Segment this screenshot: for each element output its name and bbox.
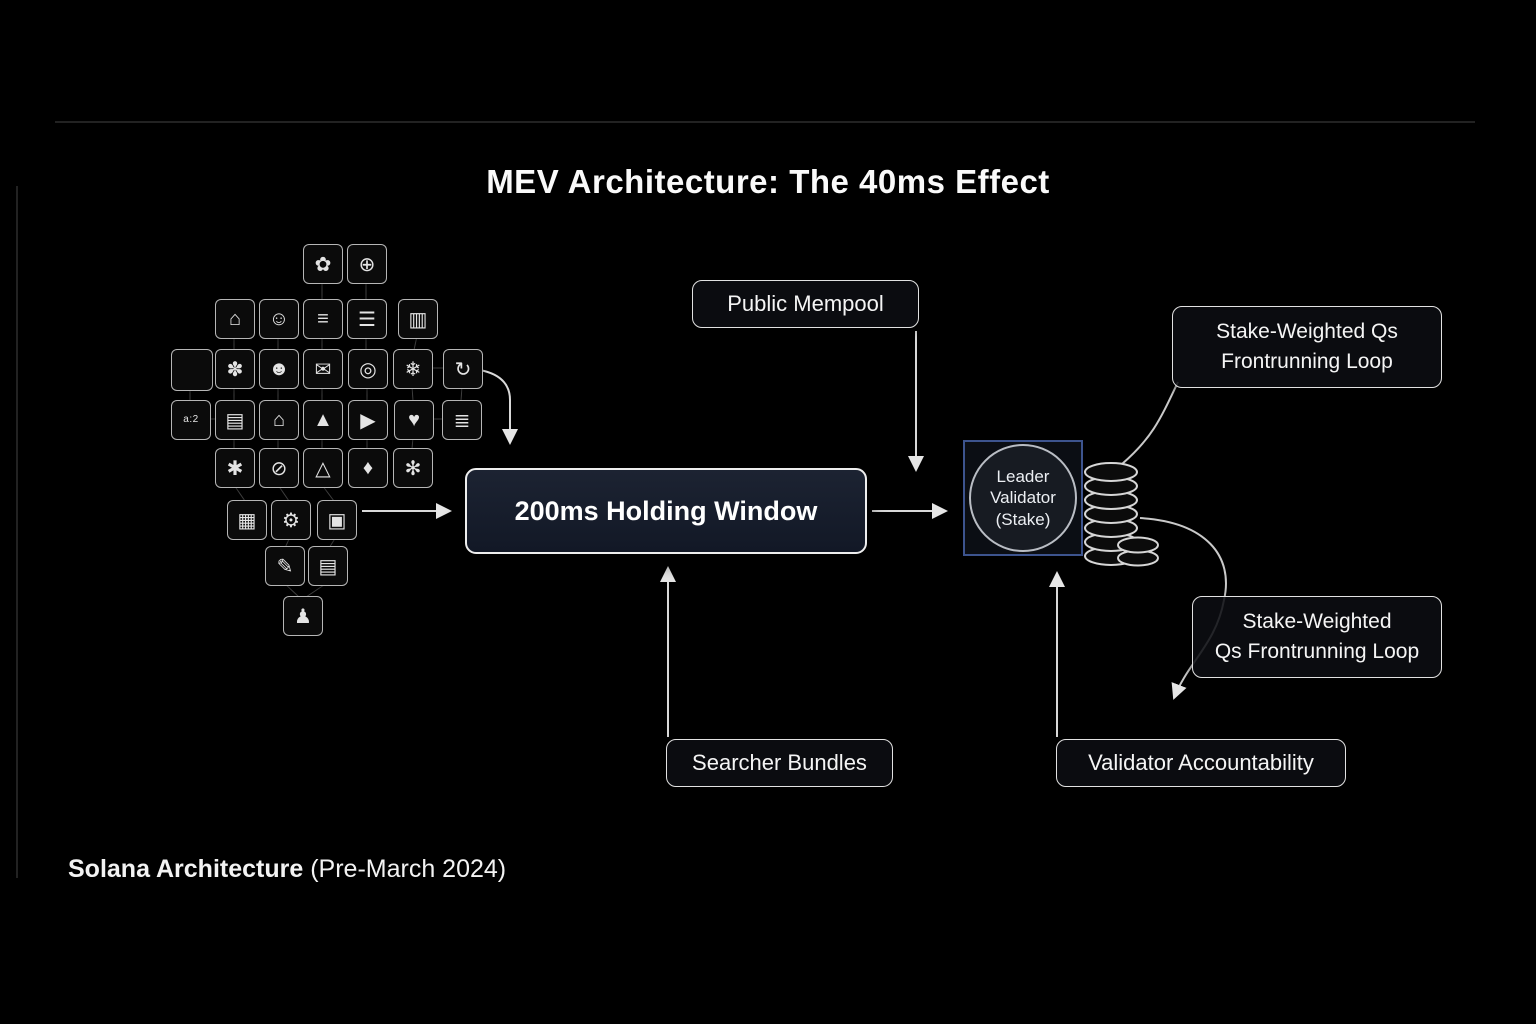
smiley-icon: ☻ (259, 349, 299, 389)
document-icon: ☰ (347, 299, 387, 339)
public-mempool-box[interactable]: Public Mempool (692, 280, 919, 328)
drop-icon: ♦ (348, 448, 388, 488)
leader-line2: Validator (990, 488, 1056, 508)
stake-loop-top-line1: Stake-Weighted Qs (1216, 319, 1398, 343)
public-mempool-label: Public Mempool (727, 291, 884, 316)
stake-loop-top-box[interactable]: Stake-Weighted Qs Frontrunning Loop (1172, 306, 1442, 388)
star-flower-icon: ✻ (393, 448, 433, 488)
leader-validator-box[interactable]: Leader Validator (Stake) (963, 440, 1083, 556)
holding-window-box[interactable]: 200ms Holding Window (465, 468, 867, 554)
holding-window-label: 200ms Holding Window (514, 495, 818, 526)
face-icon: ☺ (259, 299, 299, 339)
leader-line3: (Stake) (995, 509, 1051, 529)
stake-loop-top-line2: Frontrunning Loop (1221, 350, 1393, 373)
triangle-icon: ▲ (303, 400, 343, 440)
footer-caption: Solana Architecture (Pre-March 2024) (68, 855, 506, 884)
person-icon: ♟ (283, 596, 323, 636)
coin-icon: ◎ (348, 349, 388, 389)
stake-loop-mid-line2: Qs Frontrunning Loop (1214, 640, 1420, 663)
leader-validator-circle: Leader Validator (Stake) (969, 444, 1077, 552)
play-icon: ▶ (348, 400, 388, 440)
snowflake-icon: ❄ (393, 349, 433, 389)
card-icon: ▤ (215, 400, 255, 440)
heart-icon: ♥ (394, 400, 434, 440)
stake-loop-mid-line1: Stake-Weighted (1242, 609, 1392, 633)
flower-icon: ✿ (303, 244, 343, 284)
mail-icon: ✉ (303, 349, 343, 389)
stake-loop-top-curve (1121, 381, 1179, 465)
refresh-icon: ↻ (443, 349, 483, 389)
gear-icon: ⚙ (271, 500, 311, 540)
leader-line1: Leader (996, 467, 1050, 487)
leaf-icon: ✽ (215, 349, 255, 389)
menu-icon: ≡ (303, 299, 343, 339)
database-icon: ≣ (442, 400, 482, 440)
plus-circle-icon: ⊕ (347, 244, 387, 284)
mountain-icon: △ (303, 448, 343, 488)
stake-loop-mid-box[interactable]: Stake-Weighted Qs Frontrunning Loop (1192, 596, 1442, 678)
qr-code-icon: ▦ (227, 500, 267, 540)
footer-rest: (Pre-March 2024) (303, 855, 507, 883)
pentagon-home-icon: ⌂ (259, 400, 299, 440)
stake-loop-mid-label: Stake-Weighted Qs Frontrunning Loop (1215, 607, 1419, 668)
validator-accountability-box[interactable]: Validator Accountability (1056, 739, 1346, 787)
cluster-to-window-down-arrow (479, 369, 518, 445)
pen-icon: ✎ (265, 546, 305, 586)
page-title: MEV Architecture: The 40ms Effect (486, 163, 1050, 200)
code-icon: a:2 (171, 400, 211, 440)
validator-accountability-label: Validator Accountability (1088, 750, 1314, 775)
empty-box-icon (171, 349, 213, 391)
footer-bold: Solana Architecture (68, 855, 304, 883)
bar-chart-icon: ▥ (398, 299, 438, 339)
stake-loop-top-label: Stake-Weighted Qs Frontrunning Loop (1216, 317, 1398, 378)
searcher-bundles-box[interactable]: Searcher Bundles (666, 739, 893, 787)
slash-icon: ⊘ (259, 448, 299, 488)
coin-stack-icon (1084, 462, 1159, 567)
package-icon: ▣ (317, 500, 357, 540)
home-icon: ⌂ (215, 299, 255, 339)
asterisk-icon: ✱ (215, 448, 255, 488)
searcher-bundles-label: Searcher Bundles (692, 750, 867, 775)
note-icon: ▤ (308, 546, 348, 586)
